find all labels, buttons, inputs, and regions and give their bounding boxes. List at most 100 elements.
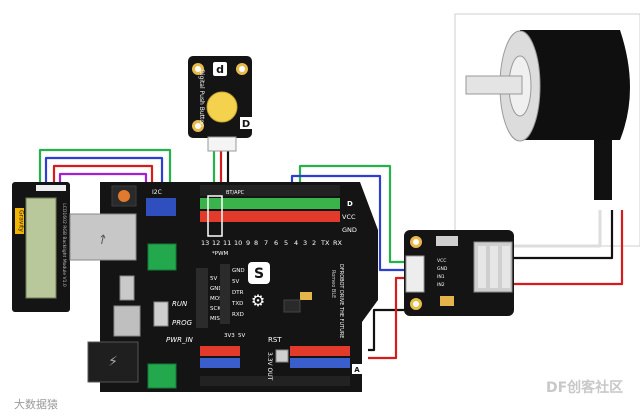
rst-label: RST [268, 336, 282, 344]
gear-icon: ⚙ [251, 291, 265, 310]
pin-number: 6 [274, 239, 278, 247]
header-row-black [200, 185, 340, 196]
chip-pad [300, 292, 312, 300]
driver-input-connector [405, 255, 425, 293]
pin-number: 13 [201, 239, 209, 247]
power-header-blue [200, 358, 240, 368]
motor-body [520, 30, 630, 140]
digital-headers [200, 185, 340, 237]
driver-module: VCC GND IN1 IN2 [404, 230, 514, 316]
wire-driver-green [298, 164, 414, 264]
i2c-label: I2C [152, 189, 162, 196]
terminal-block-top [147, 243, 177, 271]
right-block-label: GND [232, 268, 245, 274]
board-pcb [100, 182, 378, 392]
wire-motor-white [512, 210, 602, 248]
driver-switch [436, 236, 458, 246]
pwr-in-label: PWR_IN [166, 336, 194, 344]
lcd-connector [36, 185, 66, 191]
header-row-green [200, 198, 340, 209]
left-block-label: GND [210, 286, 223, 292]
driver-port-label: IN1 [437, 274, 445, 280]
gnd-label: GND [342, 226, 357, 234]
button-logo-letter: d [216, 63, 224, 76]
lcd-module: Gravity LCD1602 RGB Backlight Module V1.… [12, 182, 70, 312]
button-side-label: Digital Push Button [198, 69, 205, 127]
wire-motor-red [512, 210, 624, 286]
regulator-1 [119, 275, 135, 301]
prog-label: PROG [172, 319, 193, 327]
right-block-label: TXD [231, 301, 243, 307]
vcc-label: VCC [342, 213, 356, 221]
right-block-label: DTR [232, 290, 244, 296]
pin-number: 11 [223, 239, 231, 247]
romeo-board: ⭎ ⚡ I2C D VCC GND 13 12 11 10 9 8 7 6 5 [69, 182, 378, 392]
pin-number: 10 [234, 239, 242, 247]
i2c-header [146, 198, 176, 216]
wire-motor-black [512, 210, 614, 260]
left-block-label: MOSI [210, 296, 225, 302]
driver-chip-pad [440, 296, 454, 306]
right-pin-block: GND 5V DTR TXD RXD [220, 264, 245, 324]
usb-icon: ⭎ [100, 228, 106, 249]
svg-text:S: S [254, 266, 264, 282]
pin-number: 3 [303, 239, 307, 247]
button-module: d Digital Push Button D [188, 56, 252, 152]
pin-number: TX [320, 239, 330, 247]
left-pin-block: 5V GND MOSI SCK MISO [196, 268, 225, 328]
dc-jack [87, 341, 139, 383]
watermark-right: DF创客社区 [546, 379, 623, 396]
push-button-cap [206, 91, 238, 123]
chip [283, 299, 301, 313]
left-block-label: MISO [210, 316, 225, 322]
analog-header-red [290, 346, 350, 356]
driver-port-label: VCC [437, 258, 446, 264]
header-a-box [352, 364, 362, 374]
left-block-label: SCK [210, 306, 221, 312]
button-logo-icon [213, 62, 227, 76]
header-d-label: D [347, 200, 353, 208]
lcd-side-label: LCD1602 RGB Backlight Module V1.0 [61, 203, 67, 287]
run-label: RUN [172, 300, 188, 308]
dc-jack-icon: ⚡ [108, 354, 118, 370]
pin-number: 8 [254, 239, 258, 247]
pin12-highlight [207, 195, 223, 237]
pin-number: 9 [246, 239, 250, 247]
button-letter-box [240, 117, 252, 129]
lcd-gravity-tag [15, 208, 24, 234]
watermark-left: 大数据猿 [14, 397, 58, 411]
terminal-block-bottom [147, 363, 177, 389]
v5-label: 5V [238, 333, 245, 339]
dfrobot-logo-icon [248, 262, 270, 284]
analog-header-blue [290, 358, 350, 368]
pin-number: RX [333, 239, 343, 247]
pin-number: 12 [212, 239, 220, 247]
pwm-label: *PWM [212, 251, 229, 257]
lcd-gravity-text: Gravity [18, 210, 25, 232]
brand-label: DFROBOT DRIVE THE FUTURE [338, 264, 344, 338]
header-row-red [200, 211, 340, 222]
bt-apc-label: BT/APC [226, 190, 245, 196]
pin-number: 5 [284, 239, 288, 247]
v33-label: 3V3 [224, 333, 235, 339]
button-letter: D [242, 119, 250, 130]
regulator-2 [113, 305, 141, 337]
reset-knob-icon [118, 190, 130, 202]
button-connector [207, 136, 237, 152]
vout-label: 3.3V OUT [266, 352, 273, 381]
wire-lcd-blue [44, 156, 164, 200]
run-prog-switch [153, 301, 169, 327]
pin-number-row: 13 12 11 10 9 8 7 6 5 4 3 2 TX RX [201, 239, 343, 247]
reset-button [275, 349, 289, 363]
driver-port-label: IN2 [437, 282, 445, 288]
usb-port [69, 213, 137, 261]
lcd-screen [25, 197, 57, 299]
right-block-label: 5V [232, 279, 239, 285]
pin-number: 4 [294, 239, 298, 247]
left-block-label: 5V [210, 276, 217, 282]
motor [465, 30, 630, 200]
model-label: Romeo BLE [330, 270, 336, 298]
pin-number: 7 [264, 239, 268, 247]
